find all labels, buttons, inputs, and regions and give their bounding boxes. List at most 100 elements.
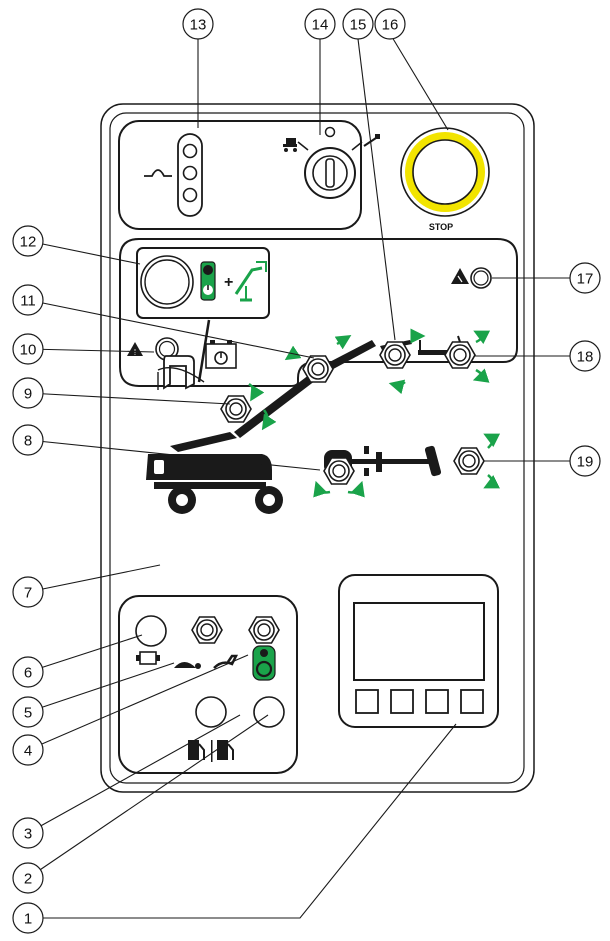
callout-4: 4: [12, 734, 44, 766]
display-button-2[interactable]: [390, 689, 414, 714]
callout-1: 1: [12, 902, 44, 934]
battery-icon: [205, 340, 237, 369]
callout-number: 19: [577, 454, 594, 471]
key-off-mark: [324, 126, 336, 138]
callout-number: 17: [577, 271, 594, 288]
callout-circle: [12, 576, 44, 608]
key-left-mark: [297, 141, 309, 151]
boom-lift-toggle[interactable]: [220, 395, 252, 423]
plus-sign: +: [224, 274, 233, 291]
lcd-screen: [353, 602, 485, 681]
callout-circle: [12, 225, 44, 257]
green-power-icon: [200, 261, 216, 301]
tilt-alarm-light-inner: [473, 270, 489, 286]
callout-circle: [12, 862, 44, 894]
callout-13: 13: [182, 8, 214, 40]
warning-light-inner: [158, 340, 176, 358]
fuel-icon: [188, 740, 234, 762]
callout-circle: [569, 340, 601, 372]
glow-plug-button[interactable]: [135, 615, 167, 647]
callout-number: 5: [24, 705, 32, 722]
switch-position-middle: [182, 165, 198, 181]
turntable-rotate-toggle[interactable]: [323, 457, 355, 485]
auxiliary-power-button-inner: [144, 259, 190, 305]
callout-number: 16: [382, 17, 399, 34]
callout-circle: [12, 656, 44, 688]
stop-label: STOP: [429, 222, 453, 232]
leader-lines: [27, 36, 585, 919]
callout-circle: [304, 8, 336, 40]
switch-lever: [197, 319, 211, 383]
callout-circle: [12, 333, 44, 365]
callout-16: 16: [374, 8, 406, 40]
boom-extend-toggle[interactable]: [302, 355, 334, 383]
base-icon: [363, 134, 380, 147]
callout-15: 15: [342, 8, 374, 40]
callout-number: 10: [20, 342, 37, 359]
callout-7: 7: [12, 576, 44, 608]
callout-number: 7: [24, 585, 32, 602]
callout-5: 5: [12, 696, 44, 728]
callout-9: 9: [12, 377, 44, 409]
callout-number: 6: [24, 665, 32, 682]
callout-number: 2: [24, 871, 32, 888]
horn-icon: [144, 169, 172, 177]
callout-2: 2: [12, 862, 44, 894]
callout-number: 15: [350, 17, 367, 34]
callout-circle: [569, 445, 601, 477]
fuel-select-gas-button[interactable]: [195, 696, 227, 728]
callout-circle: [182, 8, 214, 40]
switch-position-bottom: [182, 187, 198, 203]
engine-speed-toggle[interactable]: [191, 616, 223, 644]
key-right-mark: [351, 141, 363, 151]
jib-toggle[interactable]: [379, 341, 411, 369]
callout-number: 9: [24, 386, 32, 403]
engine-icon: [136, 651, 160, 665]
callout-circle: [12, 817, 44, 849]
fuel-select-lpg-button[interactable]: [253, 696, 285, 728]
callout-14: 14: [304, 8, 336, 40]
platform-icon: [283, 138, 297, 152]
callout-8: 8: [12, 424, 44, 456]
callout-number: 8: [24, 433, 32, 450]
callout-18: 18: [569, 340, 601, 372]
tilt-alarm-icon: [451, 268, 469, 284]
callout-circle: [12, 284, 44, 316]
callout-circle: [342, 8, 374, 40]
warning-exclamation: !: [134, 348, 136, 357]
green-direction-arrows: [248, 328, 501, 498]
callout-number: 13: [190, 17, 207, 34]
callout-number: 1: [24, 911, 32, 928]
start-icon: [252, 645, 276, 681]
callout-number: 12: [20, 234, 37, 251]
callout-19: 19: [569, 445, 601, 477]
display-button-1[interactable]: [355, 689, 379, 714]
callout-11: 11: [12, 284, 44, 316]
callout-circle: [12, 902, 44, 934]
steer-toggle[interactable]: [453, 447, 485, 475]
callout-10: 10: [12, 333, 44, 365]
callout-circle: [12, 424, 44, 456]
display-button-3[interactable]: [425, 689, 449, 714]
emergency-stop-button[interactable]: [400, 127, 490, 217]
callout-number: 14: [312, 17, 329, 34]
callout-12: 12: [12, 225, 44, 257]
rabbit-icon: [213, 654, 239, 669]
key-slot: [325, 158, 335, 188]
warning-icon: [127, 342, 143, 356]
machine-base-icon: [146, 454, 283, 514]
callout-3: 3: [12, 817, 44, 849]
callout-number: 18: [577, 349, 594, 366]
callout-circle: [12, 696, 44, 728]
turtle-icon: [174, 662, 201, 669]
callout-number: 3: [24, 826, 32, 843]
engine-start-toggle[interactable]: [248, 616, 280, 644]
callout-circle: [12, 734, 44, 766]
callout-number: 4: [24, 743, 32, 760]
platform-rotate-toggle[interactable]: [444, 341, 476, 369]
display-button-4[interactable]: [460, 689, 484, 714]
aux-boom-icon: [234, 261, 267, 302]
callout-17: 17: [569, 262, 601, 294]
